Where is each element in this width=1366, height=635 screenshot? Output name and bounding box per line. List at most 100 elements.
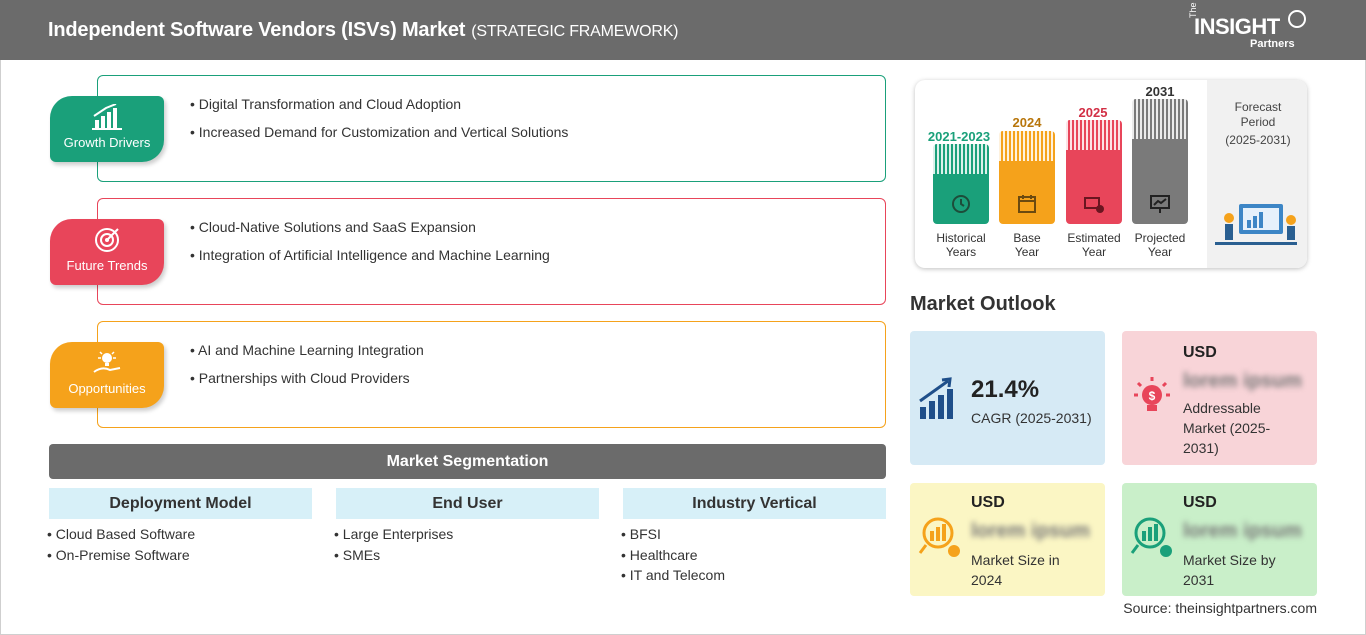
label-line: Addressable bbox=[1183, 400, 1261, 416]
list-item: Integration of Artificial Intelligence a… bbox=[190, 245, 550, 273]
deployment-model-list: Cloud Based Software On-Premise Software bbox=[47, 526, 195, 567]
list-item: BFSI bbox=[621, 526, 725, 547]
size-2024-currency: USD bbox=[971, 494, 1005, 511]
forecast-range-label: (2025-2031) bbox=[1225, 133, 1291, 147]
presentation-icon bbox=[1150, 195, 1170, 213]
historical-bar bbox=[933, 144, 989, 224]
source-credit[interactable]: Source: theinsightpartners.com bbox=[1123, 600, 1317, 616]
page-title: Independent Software Vendors (ISVs) Mark… bbox=[48, 19, 679, 42]
money-chart-icon bbox=[918, 517, 960, 557]
size-2031-label: Market Size by 2031 bbox=[1183, 550, 1276, 590]
logo-bulb-icon bbox=[1288, 10, 1306, 28]
page-subtitle: (STRATEGIC FRAMEWORK) bbox=[471, 23, 679, 40]
market-size-2024-box: USD lorem ipsum Market Size in 2024 bbox=[910, 483, 1105, 596]
label-line: 2024 bbox=[971, 572, 1003, 588]
estimated-year-label: 2025 bbox=[1078, 105, 1108, 120]
label-line: Year bbox=[1081, 245, 1107, 259]
logo-partners: Partners bbox=[1250, 38, 1295, 50]
addressable-currency: USD bbox=[1183, 344, 1217, 361]
cagr-value: 21.4% bbox=[971, 376, 1040, 403]
label-line: Market Size by bbox=[1183, 552, 1276, 568]
bar-stripes bbox=[999, 131, 1055, 161]
list-item: Partnerships with Cloud Providers bbox=[190, 368, 424, 396]
size-2031-value: lorem ipsum bbox=[1183, 520, 1302, 542]
list-item: Cloud Based Software bbox=[47, 526, 195, 547]
bar-stripes bbox=[1066, 120, 1122, 150]
label-line: Projected bbox=[1134, 231, 1186, 245]
bulb-hand-icon bbox=[93, 351, 121, 373]
market-segmentation-header: Market Segmentation bbox=[49, 444, 886, 479]
opportunities-label: Opportunities bbox=[68, 381, 146, 396]
growth-chart-icon bbox=[92, 104, 122, 130]
deployment-model-heading: Deployment Model bbox=[49, 488, 312, 519]
future-trends-card: Cloud-Native Solutions and SaaS Expansio… bbox=[97, 198, 886, 305]
size-2024-label: Market Size in 2024 bbox=[971, 550, 1060, 590]
list-item: On-Premise Software bbox=[47, 547, 195, 568]
list-item: AI and Machine Learning Integration bbox=[190, 340, 424, 368]
money-chart-icon bbox=[1130, 517, 1172, 557]
label-line: Market (2025- bbox=[1183, 420, 1271, 436]
calendar-icon bbox=[1018, 195, 1036, 213]
label-line: 2031) bbox=[1183, 440, 1219, 456]
label-line: Market Size in bbox=[971, 552, 1060, 568]
list-item: Cloud-Native Solutions and SaaS Expansio… bbox=[190, 217, 550, 245]
label-line: Years bbox=[945, 245, 977, 259]
market-outlook-title: Market Outlook bbox=[910, 293, 1056, 315]
growth-chart-icon bbox=[919, 377, 953, 419]
size-2024-value: lorem ipsum bbox=[971, 520, 1090, 542]
target-icon bbox=[95, 228, 119, 252]
bar-stripes bbox=[1132, 99, 1188, 139]
opportunities-list: AI and Machine Learning Integration Part… bbox=[190, 340, 424, 396]
history-icon bbox=[952, 195, 970, 213]
list-item: SMEs bbox=[334, 547, 453, 568]
list-item: Digital Transformation and Cloud Adoptio… bbox=[190, 94, 568, 122]
forecast-period-label: Period bbox=[1240, 115, 1276, 129]
growth-drivers-label: Growth Drivers bbox=[63, 135, 151, 150]
list-item: IT and Telecom bbox=[621, 567, 725, 588]
list-item: Healthcare bbox=[621, 547, 725, 568]
label-line: Year bbox=[1014, 245, 1040, 259]
industry-vertical-list: BFSI Healthcare IT and Telecom bbox=[621, 526, 725, 588]
growth-drivers-list: Digital Transformation and Cloud Adoptio… bbox=[190, 94, 569, 150]
cagr-label: CAGR (2025-2031) bbox=[971, 410, 1092, 426]
svg-text:$: $ bbox=[1149, 389, 1156, 403]
list-item: Large Enterprises bbox=[334, 526, 454, 547]
size-2031-currency: USD bbox=[1183, 494, 1217, 511]
title-text: Independent Software Vendors (ISVs) Mark… bbox=[48, 19, 466, 41]
historical-year-label: 2021-2023 bbox=[927, 129, 991, 144]
label-line: Base bbox=[1013, 231, 1041, 245]
cagr-box: 21.4% CAGR (2025-2031) bbox=[910, 331, 1105, 465]
end-user-heading: End User bbox=[336, 488, 599, 519]
logo-insight: INSIGHT bbox=[1194, 14, 1280, 39]
estimated-year-bar bbox=[1066, 120, 1122, 224]
market-size-2031-box: USD lorem ipsum Market Size by 2031 bbox=[1122, 483, 1317, 596]
opportunities-card: AI and Machine Learning Integration Part… bbox=[97, 321, 886, 428]
industry-vertical-heading: Industry Vertical bbox=[623, 488, 886, 519]
page-header: Independent Software Vendors (ISVs) Mark… bbox=[0, 0, 1366, 60]
label-line: 2031 bbox=[1183, 572, 1215, 588]
idea-bulb-icon: $ bbox=[1134, 377, 1170, 411]
bar-stripes bbox=[933, 144, 989, 174]
base-year-bar bbox=[999, 131, 1055, 224]
list-item: Increased Demand for Customization and V… bbox=[190, 122, 569, 150]
addressable-value: lorem ipsum bbox=[1183, 370, 1302, 392]
projected-year-label: 2031 bbox=[1145, 84, 1175, 99]
growth-drivers-badge: Growth Drivers bbox=[50, 96, 164, 162]
future-trends-list: Cloud-Native Solutions and SaaS Expansio… bbox=[190, 217, 550, 273]
label-line: Estimated bbox=[1067, 231, 1121, 245]
insight-partners-logo[interactable]: The INSIGHT Partners bbox=[1188, 2, 1308, 52]
future-trends-label: Future Trends bbox=[66, 258, 148, 273]
estimate-icon bbox=[1084, 197, 1104, 213]
opportunities-badge: Opportunities bbox=[50, 342, 164, 408]
base-year-label: 2024 bbox=[1012, 115, 1042, 130]
label-line: Year bbox=[1147, 245, 1173, 259]
projected-year-bar bbox=[1132, 99, 1188, 224]
future-trends-badge: Future Trends bbox=[50, 219, 164, 285]
